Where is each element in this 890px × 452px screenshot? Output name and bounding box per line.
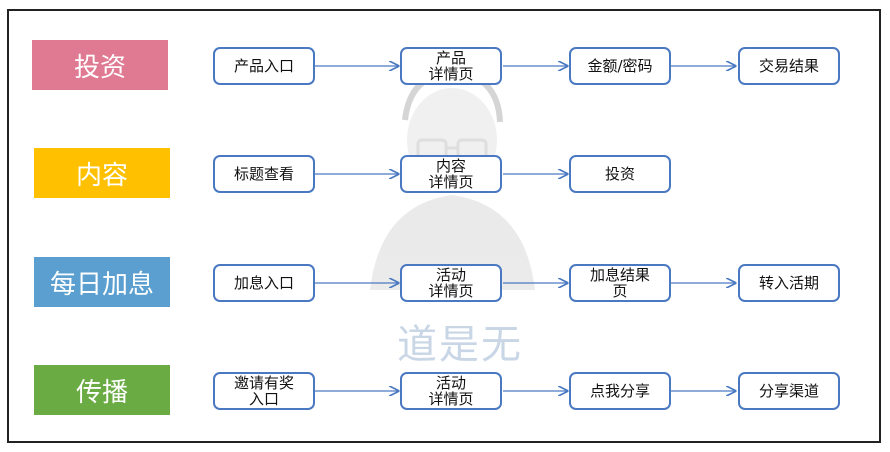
flow-node: 投资	[569, 155, 671, 193]
flow-node: 活动 详情页	[400, 372, 502, 410]
category-label: 每日加息	[49, 269, 154, 300]
category-label: 传播	[75, 377, 128, 408]
flow-node: 产品入口	[213, 47, 315, 85]
flow-node: 标题查看	[213, 155, 315, 193]
category-touzi: 投资	[32, 40, 168, 90]
category-chuanbo: 传播	[34, 365, 170, 415]
flow-node: 点我分享	[569, 372, 671, 410]
flow-node: 产品 详情页	[400, 47, 502, 85]
flow-node: 金额/密码	[569, 47, 671, 85]
flow-node: 转入活期	[738, 264, 840, 302]
category-label: 投资	[73, 52, 126, 83]
flow-node: 内容 详情页	[400, 155, 502, 193]
flow-node: 分享渠道	[738, 372, 840, 410]
category-jiaxi: 每日加息	[34, 257, 170, 307]
flow-node: 加息入口	[213, 264, 315, 302]
category-label: 内容	[75, 160, 128, 191]
flow-node: 邀请有奖 入口	[213, 372, 315, 410]
watermark-text: 道是无	[397, 322, 523, 368]
category-neirong: 内容	[34, 148, 170, 198]
flow-node: 交易结果	[738, 47, 840, 85]
flow-node: 加息结果 页	[569, 264, 671, 302]
flow-node: 活动 详情页	[400, 264, 502, 302]
